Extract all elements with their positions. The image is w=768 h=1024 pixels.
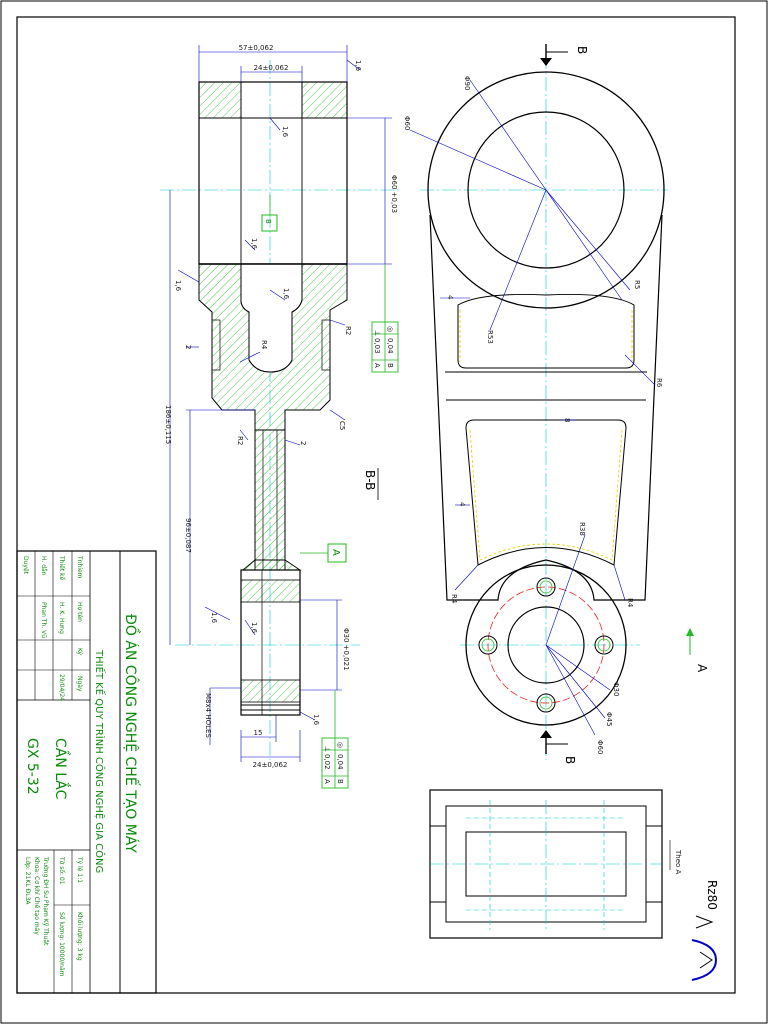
scale: Tỷ lệ 1:1 [76, 856, 83, 883]
head-sign: Ký [76, 648, 83, 655]
dim-length-total: 186±0,115 [164, 405, 172, 444]
dim-r4: R4 [260, 340, 268, 350]
datum-b-label: B [264, 219, 272, 224]
tol1-datum: A [373, 363, 381, 368]
dim-d90: Φ90 [463, 76, 471, 90]
view-a: Theo A [429, 789, 682, 939]
dim-bottom-width: 24±0,062 [253, 761, 288, 769]
head-name: Họ tên [76, 602, 83, 622]
cut-marker-bottom: B [540, 730, 577, 764]
roughness-6: 1,6 [250, 622, 258, 634]
roughness-8: 1,6 [312, 714, 320, 726]
tol1-symbol: ⊥ [373, 330, 381, 336]
roughness-1: 1,6 [354, 60, 362, 72]
title-block: ĐỒ ÁN CÔNG NGHỆ CHẾ TẠO MÁY THIẾT KẾ QUY… [16, 550, 157, 994]
dim-d60: Φ60 [403, 116, 411, 130]
dim-holes: M8x4 HOLES [204, 693, 212, 738]
roughness-main: Rz80 [705, 880, 719, 910]
title-subtitle: THIẾT KẾ QUY TRÌNH CÔNG NGHỆ GIA CÔNG [93, 649, 107, 873]
roughness-3: 1,6 [250, 238, 258, 250]
dim-r53: R53 [486, 330, 494, 344]
school: Trường ĐH Sư Phạm Kỹ Thuật [42, 856, 49, 946]
dim-top-width: 57±0,062 [239, 44, 274, 52]
dim-r38: R38 [578, 522, 586, 536]
tol1-datum2: B [386, 363, 394, 368]
roughness-4: 1,6 [282, 288, 290, 300]
date-design: 29/04/24 [58, 674, 65, 701]
roughness-note: Rz80 [691, 880, 719, 981]
dim-two-b: 2 [299, 441, 307, 445]
cut-marker-top-label: B [575, 46, 589, 54]
cut-marker-bottom-label: B [563, 756, 577, 764]
dim-c5: C5 [338, 421, 346, 430]
section-label: B-B [363, 470, 377, 490]
roughness-2: 1,6 [281, 126, 289, 138]
name-guide: Phan Th. Vũ [40, 602, 47, 638]
title-school-heading: ĐỒ ÁN CÔNG NGHỆ CHẾ TẠO MÁY [122, 614, 141, 853]
role-design: Thiết kế [58, 555, 65, 581]
tol2-value2: 0,04 [336, 754, 344, 770]
tol1-value: 0,03 [373, 338, 381, 354]
plan-view: Φ90 Φ60 R53 R5 R6 8 4 4 R38 R4 R4 Φ30 Φ4… [403, 44, 709, 764]
class: Lớp: 21KL ĐL3A [24, 857, 31, 905]
dim-four-b: 4 [458, 502, 466, 507]
dim-slot: 15 [254, 729, 263, 737]
cut-marker-top: B [540, 44, 589, 66]
section-view: 57±0,062 24±0,062 24±0,062 15 R4 R2 R2 C… [160, 44, 400, 789]
title-part-code: GX 5-32 [24, 738, 40, 795]
dim-r4a: R4 [450, 594, 458, 604]
name-design: H. K. Hưng [58, 602, 65, 634]
dim-r6: R6 [655, 378, 663, 388]
view-arrow-a: A [686, 628, 709, 673]
tol2-value: 0,02 [323, 754, 331, 770]
tol1-symbol2: ◎ [386, 326, 394, 332]
tol2-symbol: ⊥ [323, 746, 331, 752]
tol2-datum2: B [336, 779, 344, 784]
tol2-symbol2: ◎ [336, 742, 344, 748]
head-date: Ngày [76, 676, 83, 692]
inner-frame [16, 16, 736, 994]
dim-d45: Φ45 [605, 712, 613, 726]
tolerance-frame-2: ⊥ 0,02 A ◎ 0,04 B [321, 690, 349, 789]
datum-b-box [261, 214, 278, 232]
dim-r2b: R2 [236, 436, 244, 445]
role-guide: H. dẫn [40, 556, 47, 576]
mass: Khối lượng: 3 kg [76, 912, 83, 961]
title-part-name: CẦN LẮC [52, 738, 71, 800]
dim-bore-big: Φ60 +0,03 [390, 175, 398, 213]
datum-a-label: A [330, 549, 341, 556]
tolerance-frame-1: ⊥ 0,03 A ◎ 0,04 B [371, 264, 399, 373]
tol1-value2: 0,04 [386, 338, 394, 354]
dim-r2a: R2 [344, 326, 352, 335]
view-arrow-a-label: A [695, 664, 709, 673]
head-role: Tnhiem [76, 555, 83, 579]
dim-d30: Φ30 [612, 682, 620, 696]
dim-r5: R5 [633, 280, 641, 289]
bolt-holes [478, 577, 614, 713]
faculty: Khoa: Cơ khí Chế tạo máy [33, 857, 40, 935]
sheet-no: Tờ số: 01 [58, 856, 65, 885]
dim-d60b: Φ60 [596, 740, 604, 754]
dim-length-mid: 96±0,087 [184, 518, 192, 553]
quantity: Số lượng: 10000/năm [58, 912, 65, 977]
dim-two-a: 2 [184, 345, 192, 349]
roughness-7: 1,6 [210, 612, 218, 624]
dim-inner-width: 24±0,062 [254, 64, 289, 72]
view-a-label: Theo A [674, 849, 682, 875]
role-approve: Duyệt [22, 556, 29, 575]
dim-eight: 8 [563, 418, 571, 422]
dim-four: 4 [446, 295, 454, 300]
dim-bore-small: Φ30 +0,021 [342, 628, 350, 671]
dim-r4b: R4 [626, 598, 634, 608]
roughness-5: 1,6 [174, 280, 182, 292]
tol2-datum: A [323, 779, 331, 784]
